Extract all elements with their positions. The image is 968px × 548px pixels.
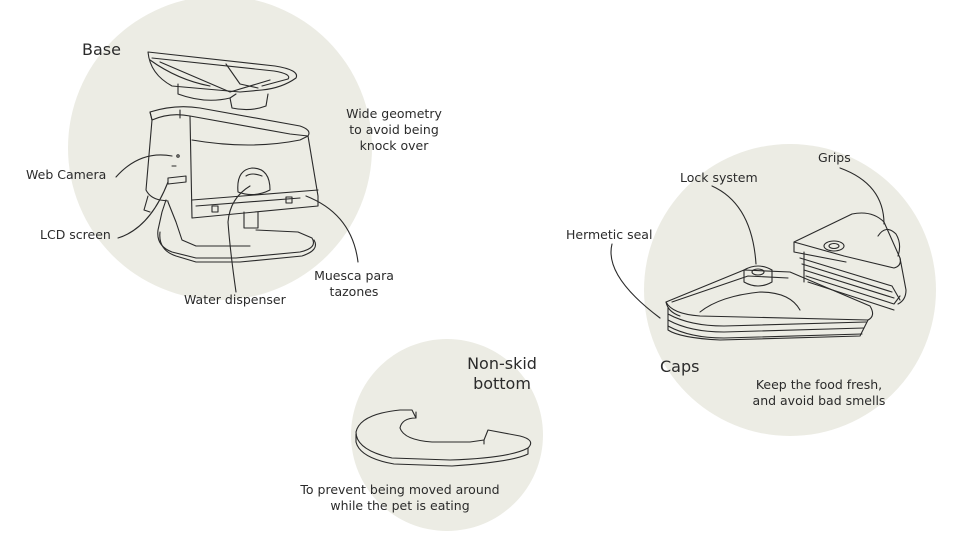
non-skid-title-line-1: Non-skid	[467, 354, 537, 373]
water-dispenser-label: Water dispenser	[184, 292, 286, 307]
leader-grips	[839, 167, 885, 225]
leader-muesca	[305, 195, 359, 263]
wide-geometry-line-3: knock over	[359, 138, 429, 153]
lcd-screen-label: LCD screen	[40, 227, 111, 242]
web-camera-label: Web Camera	[26, 167, 107, 182]
non-skid-title-line-2: bottom	[473, 374, 531, 393]
wide-geometry-label: Wide geometry to avoid being knock over	[336, 106, 452, 154]
muesca-label: Muesca para tazones	[298, 268, 410, 300]
non-skid-title: Non-skid bottom	[454, 354, 550, 394]
leader-water-dispenser	[227, 185, 251, 293]
grips-label: Grips	[818, 150, 851, 165]
large-cap-drawing	[665, 265, 874, 341]
lid-tray-drawing	[147, 51, 298, 111]
non-skid-bottom-drawing	[355, 409, 532, 467]
fresh-label: Keep the food fresh, and avoid bad smell…	[738, 377, 900, 409]
feeder-body-drawing	[143, 106, 319, 263]
muesca-line-2: tazones	[329, 284, 379, 299]
muesca-line-1: Muesca para	[314, 268, 394, 283]
bottom-caption-line-1: To prevent being moved around	[300, 482, 500, 497]
caps-circle	[644, 144, 936, 436]
leader-lock-system	[711, 185, 757, 265]
leader-hermetic-seal	[610, 243, 661, 319]
lock-system-label: Lock system	[680, 170, 758, 185]
leader-web-camera	[115, 154, 173, 178]
fresh-line-2: and avoid bad smells	[752, 393, 886, 408]
leader-lcd-screen	[117, 181, 169, 239]
base-title: Base	[82, 40, 121, 59]
bottom-circle	[351, 339, 543, 531]
fresh-line-1: Keep the food fresh,	[755, 377, 883, 392]
caps-title: Caps	[660, 357, 700, 376]
bottom-caption: To prevent being moved around while the …	[284, 482, 516, 514]
hermetic-seal-label: Hermetic seal	[566, 227, 653, 242]
bottom-caption-line-2: while the pet is eating	[330, 498, 470, 513]
wide-geometry-line-1: Wide geometry	[346, 106, 442, 121]
wide-geometry-line-2: to avoid being	[349, 122, 439, 137]
small-cap-drawing	[793, 212, 907, 311]
